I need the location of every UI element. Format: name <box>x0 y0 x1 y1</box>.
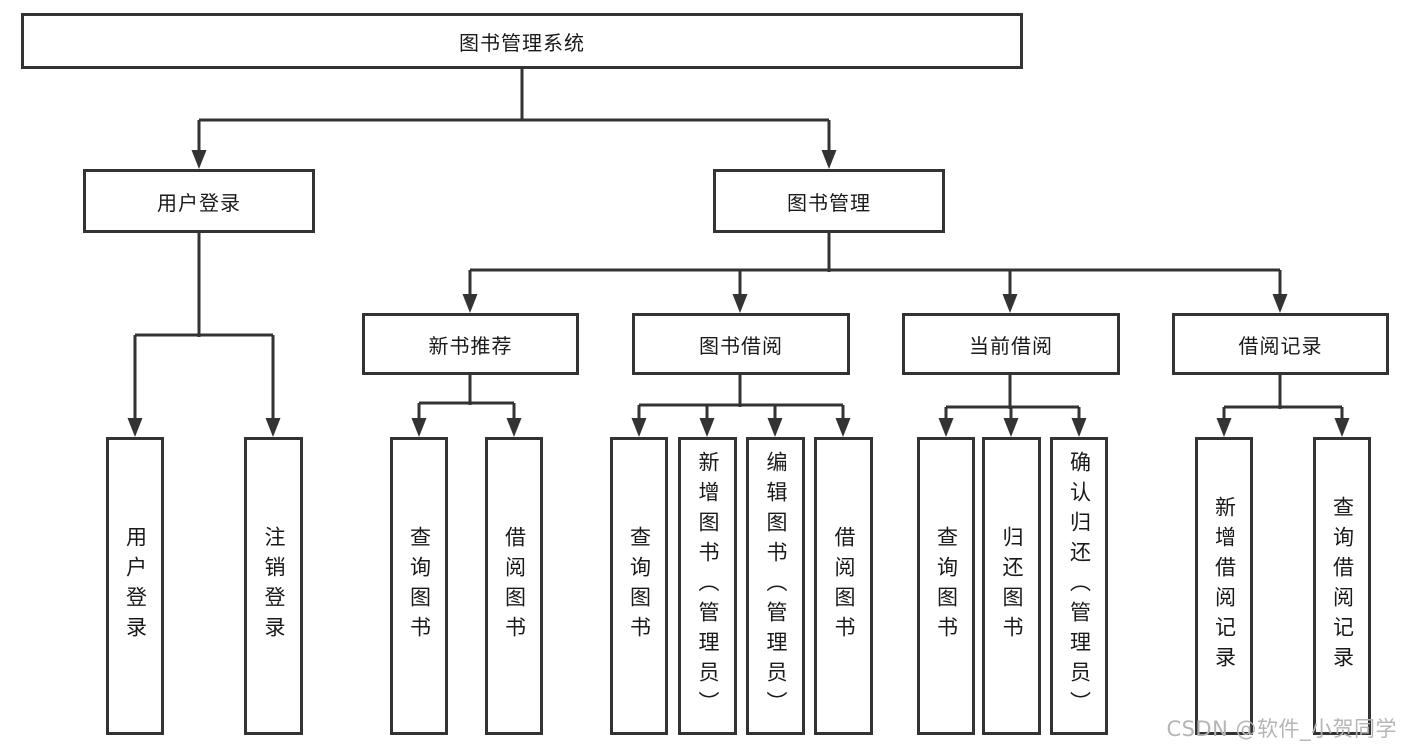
arrowhead-icon <box>462 294 478 313</box>
watermark: CSDN @软件_小贺同学 <box>1166 717 1397 741</box>
node-root: 图书管理系统 <box>21 13 1023 69</box>
leaf-query-book-current: 查询图书 <box>917 437 975 735</box>
node-root-label: 图书管理系统 <box>459 30 585 55</box>
leaf-logout: 注销登录 <box>244 437 303 735</box>
arrowhead-icon <box>821 150 837 169</box>
leaf-borrow-book-recommend: 借阅图书 <box>485 437 543 735</box>
arrowhead-icon <box>1003 418 1019 437</box>
leaf-return-book: 归还图书 <box>982 437 1041 735</box>
arrowhead-icon <box>835 418 851 437</box>
leaf-add-book-admin: 新增图书（管理员） <box>678 437 737 735</box>
arrowhead-icon <box>767 418 783 437</box>
arrowhead-icon <box>506 418 522 437</box>
leaf-query-book-recommend-label: 查询图书 <box>407 526 432 646</box>
leaf-confirm-return-admin-label: 确认归还（管理员） <box>1067 451 1092 721</box>
arrowhead-icon <box>1071 418 1087 437</box>
node-user-login-label: 用户登录 <box>157 190 241 215</box>
leaf-borrow-book-recommend-label: 借阅图书 <box>502 526 527 646</box>
node-borrow-records: 借阅记录 <box>1172 313 1389 375</box>
arrowhead-icon <box>1216 418 1232 437</box>
arrowhead-icon <box>1002 294 1018 313</box>
leaf-confirm-return-admin: 确认归还（管理员） <box>1050 437 1108 735</box>
arrowhead-icon <box>127 418 143 437</box>
leaf-query-book-borrow: 查询图书 <box>610 437 668 735</box>
leaf-borrow-book-label: 借阅图书 <box>832 526 856 646</box>
leaf-query-borrow-record-label: 查询借阅记录 <box>1330 496 1355 676</box>
leaf-edit-book-admin: 编辑图书（管理员） <box>746 437 805 735</box>
leaf-add-borrow-record: 新增借阅记录 <box>1195 437 1253 735</box>
arrowhead-icon <box>699 418 715 437</box>
node-current-borrow: 当前借阅 <box>902 313 1120 375</box>
node-new-book-recommend: 新书推荐 <box>362 313 579 375</box>
leaf-user-login-label: 用户登录 <box>123 526 148 646</box>
node-book-borrow-label: 图书借阅 <box>699 333 783 358</box>
arrowhead-icon <box>411 418 427 437</box>
node-book-mgmt-label: 图书管理 <box>787 190 871 215</box>
leaf-add-borrow-record-label: 新增借阅记录 <box>1212 496 1237 676</box>
node-book-borrow: 图书借阅 <box>632 313 850 375</box>
leaf-query-borrow-record: 查询借阅记录 <box>1313 437 1371 735</box>
node-current-borrow-label: 当前借阅 <box>969 333 1053 358</box>
node-user-login: 用户登录 <box>83 169 315 233</box>
arrowhead-icon <box>265 418 281 437</box>
leaf-edit-book-admin-label: 编辑图书（管理员） <box>764 451 788 721</box>
arrowhead-icon <box>1334 418 1350 437</box>
arrowhead-icon <box>732 294 748 313</box>
leaf-add-book-admin-label: 新增图书（管理员） <box>696 451 720 721</box>
leaf-return-book-label: 归还图书 <box>1000 526 1024 646</box>
leaf-query-book-recommend: 查询图书 <box>390 437 448 735</box>
leaf-query-book-current-label: 查询图书 <box>934 526 959 646</box>
leaf-logout-label: 注销登录 <box>262 526 286 646</box>
node-book-mgmt: 图书管理 <box>713 169 945 233</box>
leaf-borrow-book: 借阅图书 <box>814 437 873 735</box>
arrowhead-icon <box>631 418 647 437</box>
node-new-book-recommend-label: 新书推荐 <box>428 333 513 358</box>
arrowhead-icon <box>191 150 207 169</box>
arrowhead-icon <box>1272 294 1288 313</box>
arrowhead-icon <box>938 418 954 437</box>
node-borrow-records-label: 借阅记录 <box>1238 333 1323 358</box>
leaf-user-login: 用户登录 <box>106 437 164 735</box>
leaf-query-book-borrow-label: 查询图书 <box>627 526 652 646</box>
